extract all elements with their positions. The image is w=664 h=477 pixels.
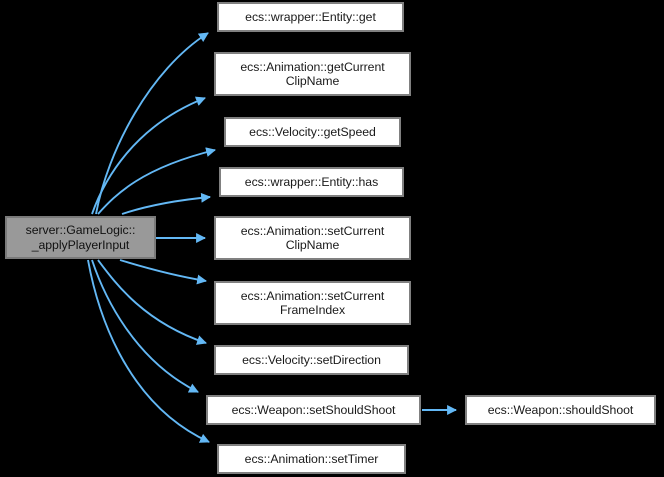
edge-root-to-getCurrentClipName	[91, 96, 206, 215]
node-ecs-animation-setcurrentframeindex[interactable]: ecs::Animation::setCurrent FrameIndex	[214, 281, 411, 325]
node-ecs-wrapper-entity-get[interactable]: ecs::wrapper::Entity::get	[217, 2, 404, 32]
edge-root-to-setTimer	[87, 259, 210, 443]
node-ecs-weapon-shouldshoot[interactable]: ecs::Weapon::shouldShoot	[465, 395, 656, 425]
edge-root-to-get	[95, 32, 209, 215]
edge-root-to-has	[121, 192, 211, 215]
edge-root-to-setDirection	[97, 259, 207, 345]
node-label: ecs::wrapper::Entity::has	[244, 174, 379, 189]
node-ecs-velocity-getspeed[interactable]: ecs::Velocity::getSpeed	[224, 117, 401, 147]
node-label: server::GameLogic:: _applyPlayerInput	[25, 223, 136, 252]
node-label: ecs::Animation::setCurrent FrameIndex	[240, 288, 385, 318]
node-label: ecs::Velocity::setDirection	[242, 352, 381, 367]
node-label: ecs::wrapper::Entity::get	[245, 9, 376, 24]
node-ecs-animation-setcurrentclipname[interactable]: ecs::Animation::setCurrent ClipName	[214, 216, 411, 260]
node-label: ecs::Weapon::setShouldShoot	[231, 402, 396, 417]
node-label: ecs::Animation::getCurrent ClipName	[240, 59, 385, 89]
node-label: ecs::Animation::setTimer	[244, 451, 379, 466]
node-server-gamelogic-applyplayerinput[interactable]: server::GameLogic:: _applyPlayerInput	[5, 216, 156, 259]
edge-root-to-setCurrentFrameIndex	[119, 259, 207, 285]
node-label: ecs::Weapon::shouldShoot	[487, 402, 634, 417]
node-ecs-velocity-setdirection[interactable]: ecs::Velocity::setDirection	[214, 345, 409, 375]
edge-root-to-getSpeed	[97, 147, 216, 215]
node-label: ecs::Animation::setCurrent ClipName	[240, 223, 385, 253]
node-ecs-wrapper-entity-has[interactable]: ecs::wrapper::Entity::has	[219, 167, 404, 197]
node-ecs-weapon-setshouldshoot[interactable]: ecs::Weapon::setShouldShoot	[206, 395, 421, 425]
node-ecs-animation-settimer[interactable]: ecs::Animation::setTimer	[217, 444, 406, 474]
node-label: ecs::Velocity::getSpeed	[249, 124, 376, 139]
edge-root-to-setShouldShoot	[91, 259, 199, 393]
node-ecs-animation-getcurrentclipname[interactable]: ecs::Animation::getCurrent ClipName	[214, 52, 411, 96]
